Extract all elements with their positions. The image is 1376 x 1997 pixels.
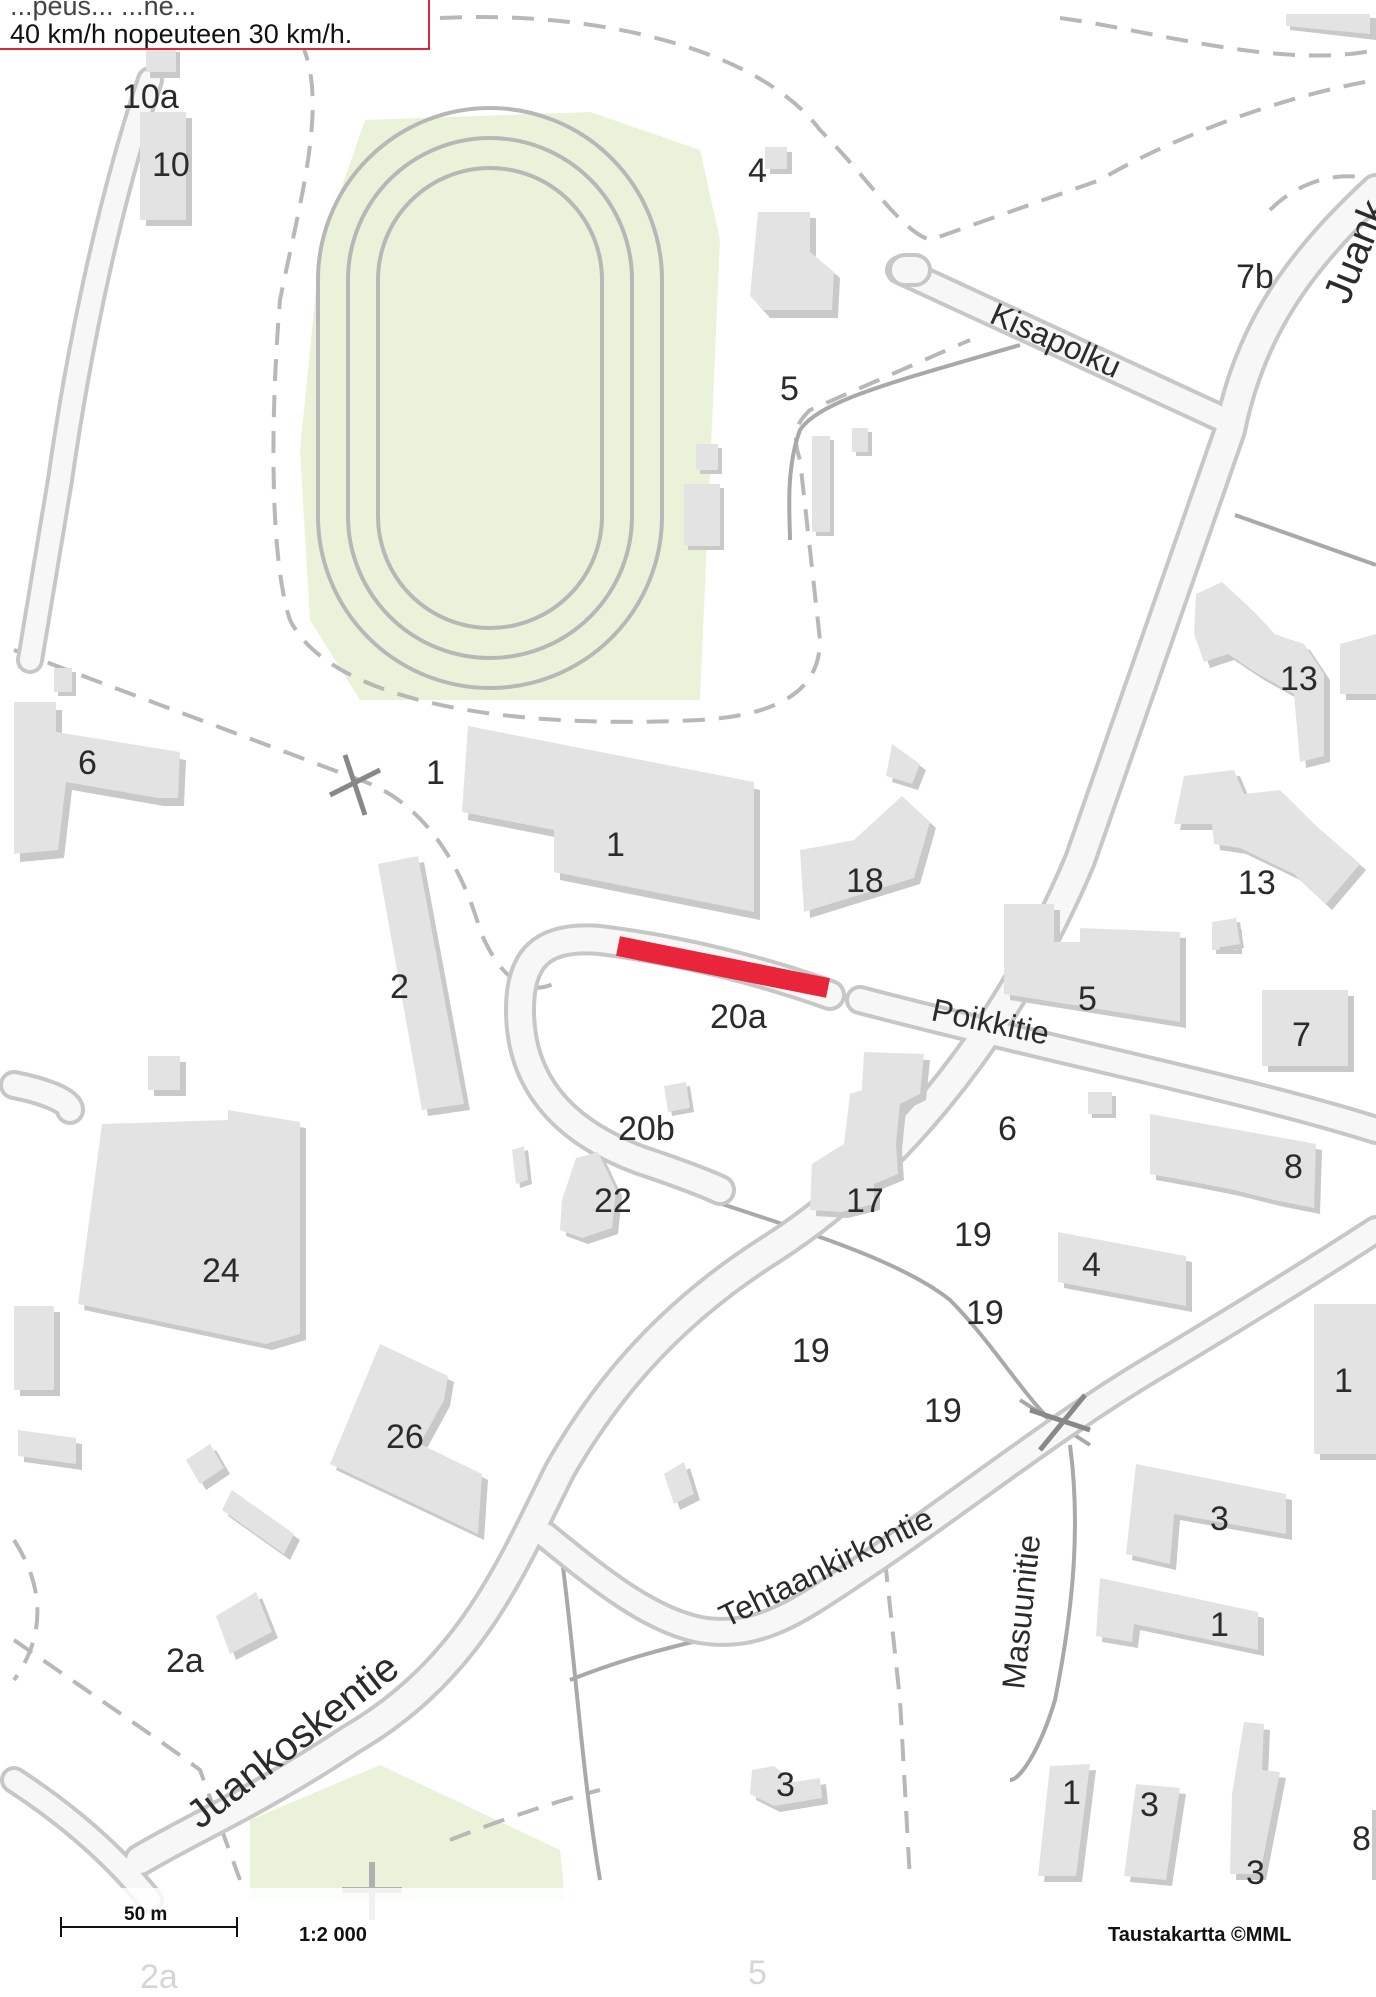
house-number-6-left: 6 (78, 744, 97, 782)
house-number-17: 17 (846, 1182, 884, 1220)
house-number-labels: 10a 10 4 7b 5 13 13 6 1 1 18 2 20a 5 7 2… (78, 78, 1371, 1892)
running-track-infield (376, 166, 604, 630)
speed-limit-notice: ...peus... ...ne... 40 km/h nopeuteen 30… (0, 0, 430, 50)
buildings (14, 14, 1376, 1886)
house-number-18: 18 (846, 862, 884, 900)
house-number-7b: 7b (1236, 258, 1274, 296)
scale-bar-tick-left (60, 1917, 62, 1937)
house-number-10: 10 (152, 146, 190, 184)
footpath-masuuni-west (883, 1559, 912, 1881)
footpath-bottom-mid (449, 1788, 601, 1842)
street-name-tehtaankirkontie: Tehtaankirkontie (713, 1500, 938, 1635)
path-south-mid (569, 1638, 701, 1682)
house-number-4-top: 4 (748, 152, 767, 190)
highlighted-road-section[interactable] (616, 936, 830, 998)
house-number-8: 8 (1284, 1148, 1303, 1186)
map-copyright: Taustakartta ©MML (1108, 1924, 1292, 1946)
path-masuunitie (1009, 1444, 1077, 1782)
scale-ratio: 1:2 000 (299, 1924, 367, 1946)
house-number-3-right: 3 (1210, 1500, 1229, 1538)
path-south-left (558, 1544, 602, 1881)
house-number-2a: 2a (166, 1642, 204, 1680)
scale-bar-label: 50 m (124, 1904, 168, 1925)
notice-line-1: ...peus... ...ne... (10, 0, 197, 21)
scale-bar-tick-right (236, 1917, 238, 1937)
house-number-26: 26 (386, 1418, 424, 1456)
street-name-masuunitie: Masuunitie (995, 1533, 1047, 1691)
street-name-kisapolku: Kisapolku (985, 296, 1126, 385)
house-number-10a: 10a (122, 78, 179, 116)
footpath-top (439, 15, 1376, 243)
house-number-1-small: 1 (426, 754, 445, 792)
running-track-inner (346, 136, 634, 660)
house-number-13a: 13 (1280, 660, 1318, 698)
park-area-bottom (250, 1765, 565, 1900)
house-number-1-big: 1 (606, 826, 625, 864)
faded-label-5: 5 (748, 1954, 767, 1992)
crossing-marker-left (328, 754, 382, 816)
house-number-2: 2 (390, 968, 409, 1006)
house-number-20b: 20b (618, 1110, 675, 1148)
house-number-5-top: 5 (780, 370, 799, 408)
house-number-3-bottom3: 3 (1246, 1854, 1265, 1892)
house-number-13b: 13 (1238, 864, 1276, 902)
house-number-3-bottom: 3 (776, 1766, 795, 1804)
crossing-marker-right (1029, 1393, 1091, 1452)
footpath-left-diagonal (13, 648, 562, 990)
running-track-outer (316, 106, 664, 690)
house-number-5-mid: 5 (1078, 980, 1097, 1018)
house-number-7: 7 (1292, 1016, 1311, 1054)
house-number-1-bottom: 1 (1062, 1774, 1081, 1812)
house-number-20a: 20a (710, 998, 767, 1036)
footpath-top-right (1059, 16, 1376, 58)
path-kisapolku-spur (787, 343, 1021, 541)
house-number-19d: 19 (924, 1392, 962, 1430)
faded-label-2a: 2a (140, 1958, 178, 1996)
footpath-track-loop (271, 39, 971, 724)
house-number-1-lower: 1 (1210, 1606, 1229, 1644)
house-number-19b: 19 (966, 1294, 1004, 1332)
house-number-6-mid: 6 (998, 1110, 1017, 1148)
sports-field-area (300, 112, 720, 700)
house-number-8-edge: 8 (1352, 1820, 1371, 1858)
footpath-bottom-left-curve (12, 1538, 40, 1682)
footpath-right (1268, 174, 1376, 212)
house-number-3-bottom2: 3 (1140, 1786, 1159, 1824)
footpath-bottom-left (12, 1638, 242, 1881)
house-number-4-mid: 4 (1082, 1246, 1101, 1284)
map-footer (0, 1888, 1376, 1982)
house-number-19a: 19 (954, 1216, 992, 1254)
house-number-22: 22 (594, 1182, 632, 1220)
house-number-1-right: 1 (1334, 1362, 1353, 1400)
scale-bar-line (60, 1926, 238, 1928)
house-number-24: 24 (202, 1252, 240, 1290)
road-fills (3, 70, 1376, 1910)
scale-bar: 50 m (60, 1904, 240, 1944)
house-number-19c: 19 (792, 1332, 830, 1370)
kisapolku-end (888, 253, 932, 287)
path-top-right-line (1234, 513, 1376, 567)
notice-line-2: 40 km/h nopeuteen 30 km/h. (10, 19, 353, 49)
